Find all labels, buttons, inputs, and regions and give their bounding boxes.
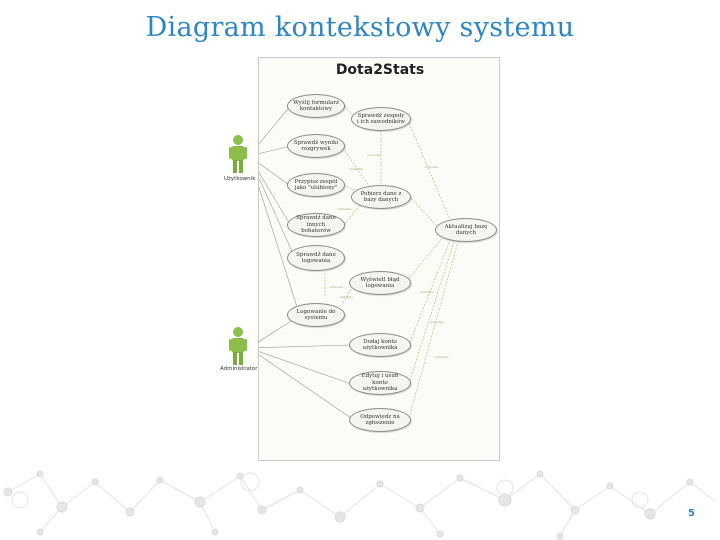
svg-text:«include»: «include» bbox=[329, 285, 344, 289]
use-case-add-user-account: Dodaj konto użytkownika bbox=[349, 333, 411, 357]
use-case-update-database: Aktualizuj bazę danych bbox=[435, 218, 497, 242]
use-case-diagram: «include» «include» «include» «include» … bbox=[258, 57, 500, 461]
use-case-contact-form: Wyślij formularz kontaktowy bbox=[287, 94, 345, 118]
svg-text:«include»: «include» bbox=[337, 207, 352, 211]
actor-admin-icon bbox=[229, 327, 247, 365]
background-network-decoration bbox=[3, 470, 717, 540]
use-case-check-teams: Sprawdź zespoły i ich zawodników bbox=[351, 107, 411, 131]
use-case-check-heroes: Sprawdź dane innych bohaterów bbox=[287, 213, 345, 237]
page-number: 5 bbox=[688, 508, 695, 519]
svg-text:«include»: «include» bbox=[367, 153, 382, 157]
use-case-login-error: Wyświetl błąd logowania bbox=[349, 271, 411, 295]
use-case-system-login: Logowanie do systemu bbox=[287, 303, 345, 327]
use-case-check-match-results: Sprawdź wyniki rozgrywek bbox=[287, 134, 345, 158]
svg-text:«extend»: «extend» bbox=[339, 295, 353, 299]
svg-text:«include»: «include» bbox=[419, 290, 434, 294]
use-case-edit-delete-account: Edytuj i usuń konto użytkownika bbox=[349, 371, 411, 395]
use-case-respond-to-report: Odpowiedz na zgłoszenie bbox=[349, 408, 411, 432]
actor-admin-label: Administrator bbox=[220, 366, 258, 372]
svg-text:«include»: «include» bbox=[349, 167, 364, 171]
diagram-title: Dota2Stats bbox=[335, 62, 425, 78]
use-case-check-login-data: Sprawdź dane logowania bbox=[287, 245, 345, 271]
use-case-fetch-from-database: Pobierz dane z bazy danych bbox=[351, 185, 411, 209]
use-case-favorite-team: Przypisz zespół jako "ulubiony" bbox=[287, 173, 345, 197]
svg-text:«include»: «include» bbox=[424, 165, 439, 169]
actor-user-label: Użytkownik bbox=[224, 176, 256, 182]
svg-text:«include»: «include» bbox=[429, 320, 444, 324]
diagram-connectors: «include» «include» «include» «include» … bbox=[259, 102, 460, 419]
slide-title: Diagram kontekstowy systemu bbox=[145, 12, 575, 43]
svg-text:«include»: «include» bbox=[434, 355, 449, 359]
actor-user-icon bbox=[229, 135, 247, 173]
